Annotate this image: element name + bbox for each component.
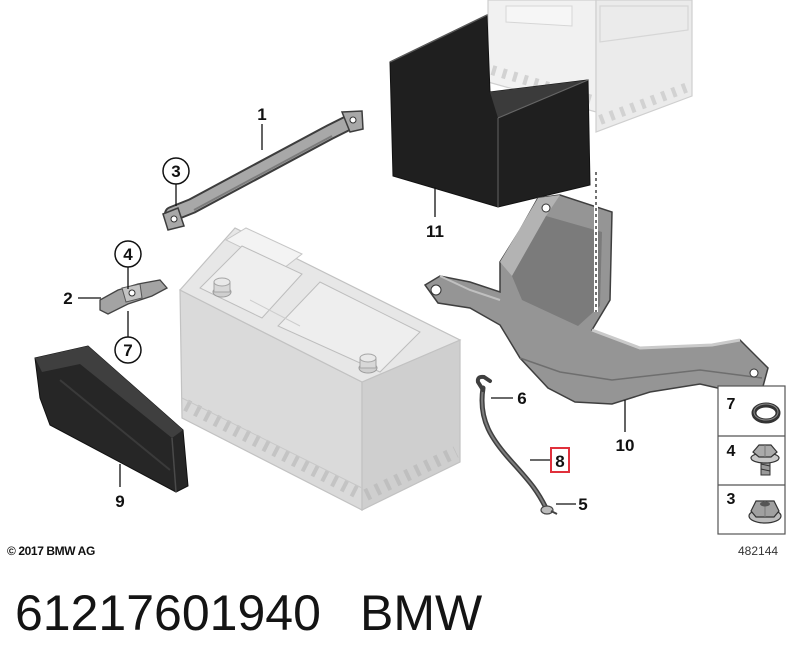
battery-cover-part [389,14,591,208]
callout-8-highlight-box [550,447,570,473]
battery-bracket-part [99,279,169,315]
legend-label: 7 [727,396,736,413]
legend-item[interactable]: 4 [727,443,780,476]
parts-diagram: 11 1 3 2 4 7 [7,0,786,558]
callout-8[interactable]: 8 [555,452,564,471]
callout-9[interactable]: 9 [115,492,124,511]
battery-drawing [179,227,462,511]
callout-11[interactable]: 11 [426,222,444,241]
part-number: 61217601940 [15,585,321,641]
hold-down-strap-part [162,110,364,231]
ground-cable-part [475,374,558,515]
battery-insulation-part [34,345,189,493]
flange-nut-icon [748,500,782,524]
battery-tray-bracket-part [423,172,769,405]
legend-label: 3 [727,491,736,508]
legend-item[interactable]: 3 [727,491,782,524]
callout-4[interactable]: 4 [123,245,133,264]
legend-label: 4 [727,443,736,460]
callout-2[interactable]: 2 [63,289,72,308]
callout-3[interactable]: 3 [171,162,180,181]
callout-1[interactable]: 1 [257,105,266,124]
legend-item[interactable]: 7 [727,396,781,424]
background-battery-drawing [487,0,693,133]
hardware-legend: 7 4 3 [717,385,786,535]
callout-5[interactable]: 5 [578,495,587,514]
callout-10[interactable]: 10 [616,436,635,455]
flange-bolt-icon [750,444,780,476]
callout-6[interactable]: 6 [517,389,526,408]
diagram-id: 482144 [738,544,778,558]
brand-name: BMW [360,585,483,641]
callout-7[interactable]: 7 [123,341,132,360]
o-ring-icon [751,402,781,424]
copyright-notice: © 2017 BMW AG [7,544,95,558]
